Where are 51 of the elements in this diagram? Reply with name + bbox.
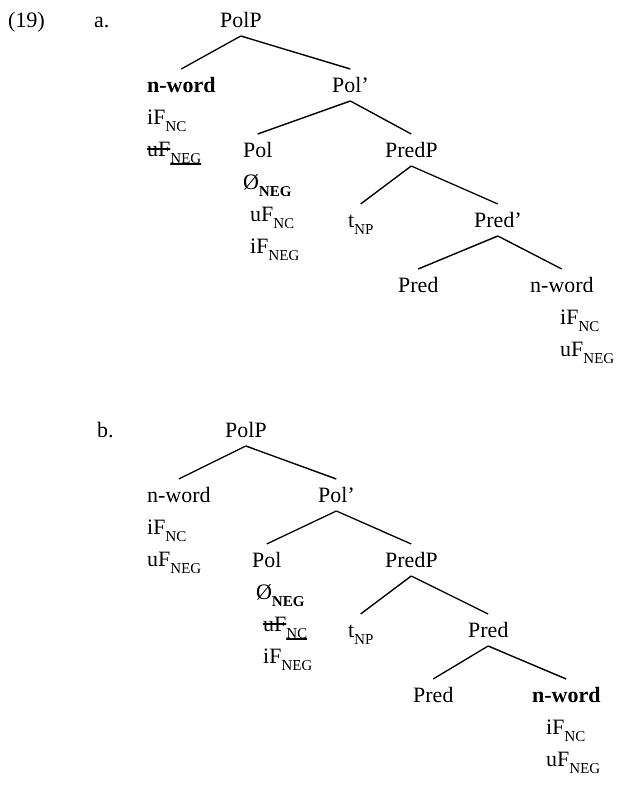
tree-node-label: t$_{NP}$ xyxy=(348,614,374,646)
tree-node-label: PolP xyxy=(225,414,267,446)
tree-branch xyxy=(336,510,412,545)
tree-branch xyxy=(350,100,412,135)
tree-branch xyxy=(418,235,498,270)
tree-node-label: Pred xyxy=(413,679,454,711)
tree-branch xyxy=(246,445,337,480)
feature-label: iF$_{NC}$ xyxy=(546,713,586,743)
tree-branch xyxy=(360,165,412,205)
feature-label: iF$_{NC}$ xyxy=(147,103,186,133)
tree-branch xyxy=(488,645,567,680)
tree-branch xyxy=(266,510,337,545)
tree-node-label: n-word xyxy=(530,271,594,299)
tree-node-label: Pred’ xyxy=(474,204,522,236)
example-label: a. xyxy=(94,6,110,34)
feature-label: uF$_{NEG}$ xyxy=(147,545,202,575)
tree-node-label: Pol xyxy=(252,546,282,574)
feature-label: uF$_{NC}$ xyxy=(250,200,294,230)
example-label: b. xyxy=(97,416,114,444)
tree-branch xyxy=(240,35,351,70)
feature-label: Ø$_{NEG}$ xyxy=(256,578,304,608)
tree-branch xyxy=(410,575,488,615)
feature-label: iF$_{NC}$ xyxy=(147,513,186,543)
tree-node-label: Pol’ xyxy=(332,69,369,101)
tree-branch xyxy=(257,100,351,135)
feature-label: uF$_{NEG}$ xyxy=(546,745,600,775)
feature-label: iF$_{NC}$ xyxy=(560,303,600,333)
feature-label: uF$_{NEG}$ xyxy=(147,135,202,165)
tree-node-label: PredP xyxy=(385,134,438,166)
tree-branch xyxy=(178,445,246,480)
tree-branch xyxy=(497,235,562,270)
tree-node-label: Pol’ xyxy=(318,479,355,511)
tree-branch xyxy=(180,35,242,70)
tree-node-label: n-word xyxy=(147,481,211,509)
tree-branch xyxy=(432,645,489,680)
tree-node-label: n-word xyxy=(532,681,600,709)
feature-label: uF$_{NC}$ xyxy=(263,610,308,640)
tree-node-label: t$_{NP}$ xyxy=(348,204,374,236)
tree-branch xyxy=(410,165,498,205)
feature-label: Ø$_{NEG}$ xyxy=(243,168,292,198)
tree-node-label: PredP xyxy=(385,544,438,576)
tree-node-label: PolP xyxy=(220,4,262,36)
tree-node-label: Pred xyxy=(468,614,508,646)
tree-node-label: n-word xyxy=(147,71,216,99)
example-label: (19) xyxy=(8,6,45,34)
tree-branch xyxy=(360,575,412,615)
feature-label: iF$_{NEG}$ xyxy=(250,232,300,262)
feature-label: iF$_{NEG}$ xyxy=(263,642,312,672)
tree-node-label: Pred xyxy=(398,269,438,301)
feature-label: uF$_{NEG}$ xyxy=(560,335,614,365)
tree-node-label: Pol xyxy=(243,136,272,164)
